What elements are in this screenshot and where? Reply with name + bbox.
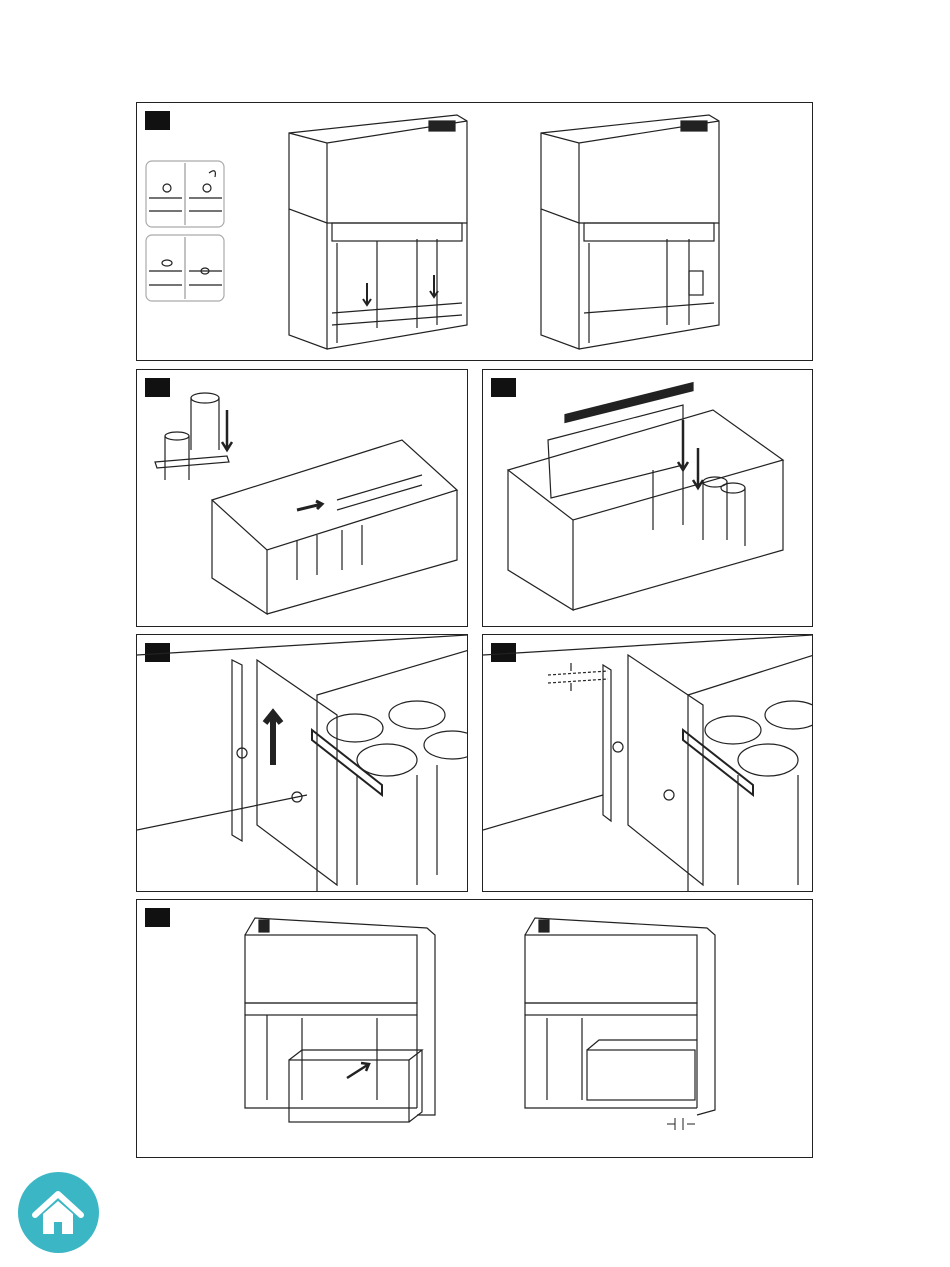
cabinet-left — [289, 115, 467, 349]
step-2-illustration — [137, 370, 468, 627]
step-6-illustration — [137, 900, 813, 1158]
home-icon — [18, 1172, 99, 1253]
filter-sock-detail — [155, 393, 232, 480]
cabinet-right — [541, 115, 719, 349]
step-5-illustration — [483, 635, 813, 892]
cabinet-right — [525, 918, 715, 1130]
instruction-panel-step-1 — [136, 102, 813, 361]
instruction-panel-step-4 — [136, 634, 468, 892]
foot-adjust-inset-bottom — [146, 235, 224, 301]
step-4-illustration — [137, 635, 468, 892]
baffle-plate — [548, 383, 693, 498]
instruction-panel-step-2 — [136, 369, 468, 627]
foot-adjust-inset-top — [146, 161, 224, 227]
instruction-panel-step-6 — [136, 899, 813, 1158]
step-3-illustration — [483, 370, 813, 627]
filter-cups — [312, 650, 468, 892]
instruction-panel-step-5 — [482, 634, 813, 892]
step-1-illustration — [137, 103, 813, 361]
sump-tank — [212, 440, 457, 614]
instruction-panel-step-3 — [482, 369, 813, 627]
home-button[interactable] — [18, 1172, 99, 1253]
cabinet-left — [245, 918, 435, 1122]
